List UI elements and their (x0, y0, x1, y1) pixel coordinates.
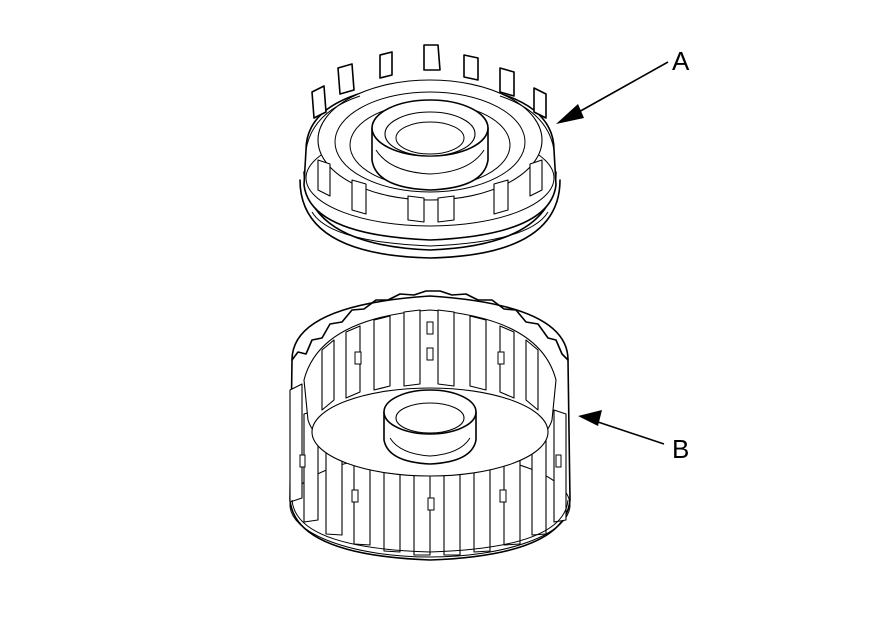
spline-ridges (289, 383, 567, 556)
part-a-housing (299, 44, 561, 259)
inner-splines (321, 309, 539, 411)
callout-b-label: B (672, 434, 689, 464)
callout-b: B (578, 410, 689, 464)
callout-a: A (556, 46, 690, 124)
part-b-drum (289, 290, 571, 561)
callout-a-label: A (672, 46, 690, 76)
